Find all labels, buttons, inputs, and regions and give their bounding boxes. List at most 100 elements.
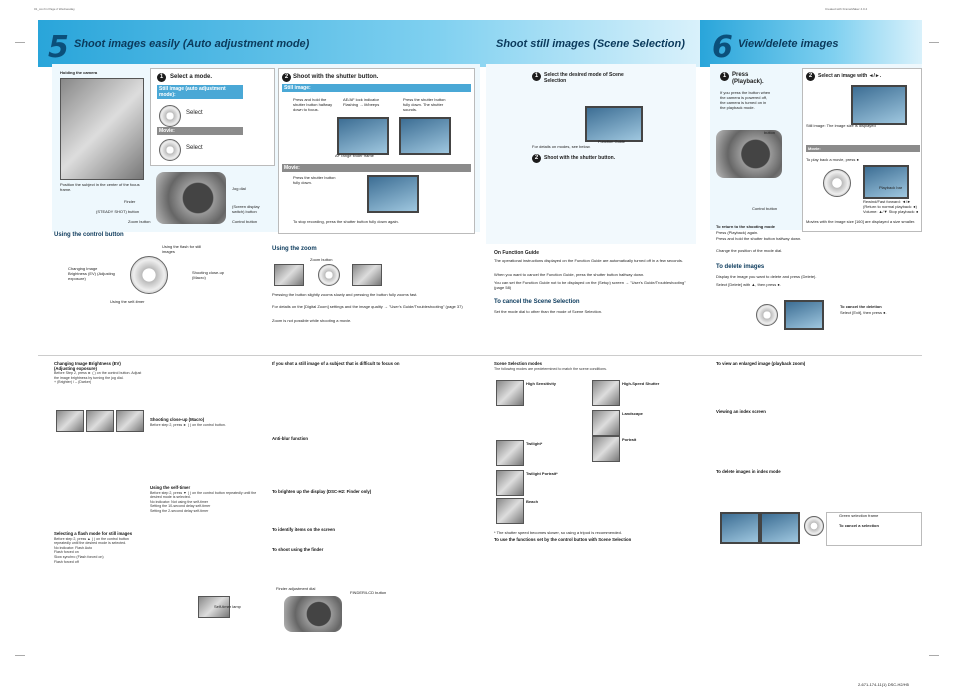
zoom-wide-photo <box>274 264 304 286</box>
section5-number: 5 <box>48 30 69 65</box>
step2-stop-text: To stop recording, press the shutter but… <box>293 219 399 224</box>
scene-modes-note: For details on modes, see below. <box>532 144 591 149</box>
fg-text1: The operational instructions displayed o… <box>494 258 683 263</box>
return-heading: To return to the shooting mode <box>716 224 776 229</box>
blurry-heading: If you shot a still image of a subject t… <box>272 361 400 366</box>
zoom-tele-photo <box>352 264 382 286</box>
using-control-heading: Using the control button <box>54 232 124 238</box>
delete-heading: To delete images <box>716 264 765 270</box>
crop-mark <box>929 42 939 43</box>
sec6-step1-number: 1 <box>720 72 729 81</box>
finder-heading: To brighten up the display (DSC-H2: Find… <box>272 489 372 494</box>
camera-illustration <box>156 172 226 224</box>
step2-movie-text: Press the shutter button fully down. <box>293 175 336 185</box>
ev-brighter-photo <box>116 410 144 432</box>
movie-playback-screen <box>863 165 909 199</box>
sec6-button-label: button <box>764 130 776 135</box>
sec6-step2-number: 2 <box>806 72 815 81</box>
timer-mode-2: Setting the 10-second delay self-timer <box>150 504 211 509</box>
delete-step-2: Select [Delete] with ▲, then press ●. <box>716 282 781 287</box>
column-antiblur: Anti-blur function <box>272 436 477 442</box>
still-playback-screen <box>851 85 907 125</box>
movie-mode-label: Movie: <box>157 127 243 135</box>
fg-text2: When you want to cancel the Function Gui… <box>494 272 645 277</box>
section-divider <box>38 355 922 356</box>
index-screen-2 <box>760 512 800 544</box>
flash-mode-2: Flash forced on <box>54 550 79 555</box>
column-ctrl-scene: To use the functions set by the control … <box>494 537 694 543</box>
sec6-movie-label: Movie: <box>806 145 920 152</box>
identify-heading: To identify items on the screen <box>272 527 335 532</box>
control-button-illustration[interactable] <box>130 256 168 294</box>
sec6-step2-text: Select an image with ◄/►. <box>818 73 882 79</box>
flash-text: Before step 2, press ▲ ( ) on the contro… <box>54 536 129 546</box>
ev-heading: Changing Image Brightness (EV) (Adjustin… <box>54 361 121 371</box>
return-item-2: Press and hold the shutter button halfwa… <box>716 236 802 241</box>
column-tips: If you shot a still image of a subject t… <box>272 361 477 367</box>
column-macro: Shooting close-up (Macro) Before step 2,… <box>150 417 260 427</box>
section6-band <box>700 20 922 67</box>
finder-use-heading: To shoot using the finder <box>272 547 324 552</box>
mode-dial-icon[interactable] <box>159 105 181 127</box>
step2-movie-label: Movie: <box>282 164 471 172</box>
scene-step1-text: Select the desired mode of Scene Selecti… <box>544 72 624 84</box>
finder-btn-label: FINDER/LCD button <box>350 590 387 595</box>
mode-high-sensitivity: High Sensitivity <box>526 381 557 386</box>
scene-step2-number: 2 <box>532 154 541 163</box>
mode-high-speed: High-Speed Shutter <box>622 381 660 386</box>
scene-step2-text: Shoot with the shutter button. <box>544 155 616 161</box>
sec6-control-label: Control button <box>752 206 778 211</box>
playback-camera <box>716 130 782 178</box>
finder-camera <box>284 596 342 632</box>
flash-heading: Selecting a flash mode for still images <box>54 531 133 536</box>
index-heading: Viewing an index screen <box>716 409 766 414</box>
sec6-step1-text: Press (Playback). <box>732 72 764 85</box>
column-delete-index: To delete images in index mode <box>716 469 921 475</box>
delete-control-button[interactable] <box>756 304 778 326</box>
mode-beach: Beach <box>526 499 539 504</box>
mode-dial-movie-icon[interactable] <box>159 139 181 161</box>
delete-step-1: Display the image you want to delete and… <box>716 274 817 279</box>
zoom-lever-icon[interactable] <box>318 264 340 286</box>
jog-callout: Jog dial <box>232 186 246 191</box>
ev-range: + (Brighter) / – (Darker) <box>54 380 92 385</box>
movie-control-button[interactable] <box>823 169 851 197</box>
position-note: Position the subject in the center of th… <box>60 182 140 192</box>
function-guide-screen <box>585 106 643 142</box>
section6-number: 6 <box>712 30 733 65</box>
holding-camera-photo <box>60 78 144 180</box>
index-control-button[interactable] <box>804 516 824 536</box>
ctrl-closeup-label: Shooting close-up (Macro) <box>192 270 225 280</box>
scene-modes-heading: Scene Selection modes <box>494 361 543 366</box>
mode-photo-high-sensitivity <box>496 380 524 406</box>
finder-adj-label: Finder adjustment dial <box>276 586 316 591</box>
scene-title: Shoot still images (Scene Selection) <box>496 38 685 50</box>
step2-still-label: Still image: <box>282 84 471 92</box>
sec6-step2-box: 2 Select an image with ◄/►. Still image:… <box>802 68 922 232</box>
crop-mark <box>15 42 25 43</box>
mode-twilight-portrait: Twilight Portrait* <box>526 471 558 476</box>
on-function-guide-heading: On Function Guide <box>494 250 539 256</box>
timer-heading: Using the self-timer <box>150 485 191 490</box>
step2-number: 2 <box>282 73 291 82</box>
index-screen-1 <box>720 512 760 544</box>
section6-title: View/delete images <box>738 38 839 50</box>
column-index: Viewing an index screen <box>716 409 921 415</box>
green-frame-label: Green selection frame <box>839 513 879 518</box>
control-callout: Control button <box>232 219 258 224</box>
macro-heading: Shooting close-up (Macro) <box>150 417 205 422</box>
mode-twilight: Twilight* <box>526 441 543 446</box>
play-movie-text: To play back a movie, press ● <box>806 157 859 162</box>
return-item-1: Press (Playback) again. <box>716 230 759 235</box>
still-mode-label: Still image (auto adjustment mode): <box>157 85 243 99</box>
header-left: 01_cov.fm Page 2 Wednesday, <box>34 7 76 11</box>
mode-photo-portrait <box>592 436 620 462</box>
column-scene-modes: Scene Selection modes The following mode… <box>494 361 694 371</box>
step2-title: Shoot with the shutter button. <box>293 74 379 80</box>
cancel-scene-text: Set the mode dial to other than the mode… <box>494 309 603 314</box>
mode-landscape: Landscape <box>622 411 643 416</box>
scene-step1-number: 1 <box>532 72 541 81</box>
mode-portrait: Portrait <box>622 437 637 442</box>
header-right: Created with FrameMaker 4.0.4 <box>825 7 868 11</box>
finder-callout: Finder <box>124 199 136 204</box>
